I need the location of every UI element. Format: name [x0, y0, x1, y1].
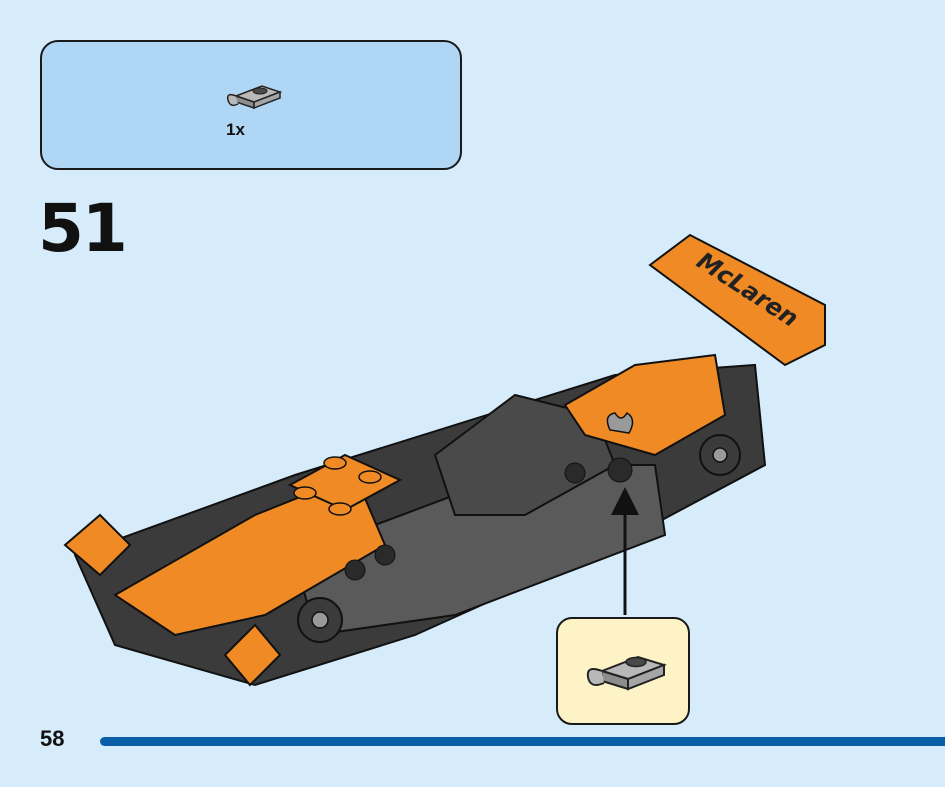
page-footer-rule [100, 737, 945, 746]
part-quantity: 1x [226, 120, 245, 139]
plate-1x1-clip-icon [226, 85, 283, 110]
part-callout-box [556, 617, 690, 725]
step-number: 51 [38, 190, 128, 267]
page-number: 58 [40, 726, 65, 751]
parts-list-box: 1x [40, 40, 462, 170]
plate-1x1-clip-icon [586, 655, 668, 691]
race-car-model-illustration: McLaren [63, 233, 826, 687]
